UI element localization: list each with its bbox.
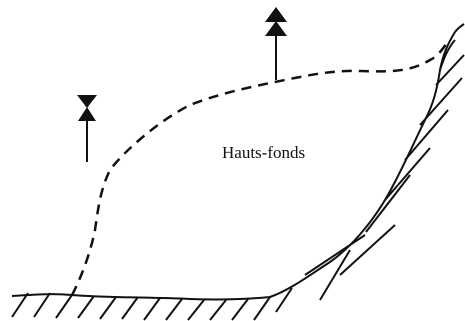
shoal-label: Hauts-fonds — [222, 143, 305, 162]
shoal-boundary-dashed — [72, 40, 449, 295]
hourglass-arrow-up-icon — [77, 95, 97, 162]
ground-line — [12, 294, 270, 299]
ground-hatching — [12, 288, 292, 320]
double-arrow-up-icon — [265, 7, 287, 80]
